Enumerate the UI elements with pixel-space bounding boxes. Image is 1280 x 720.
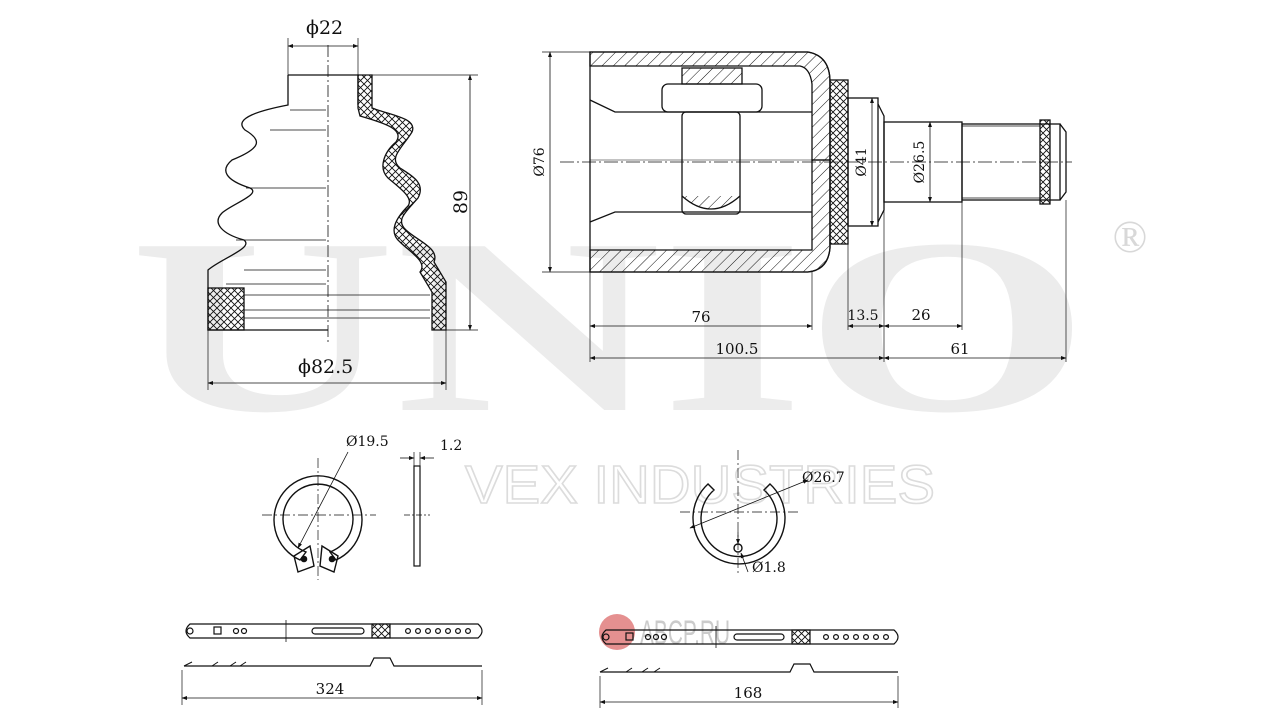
watermark-tagline: VEX INDUSTRIES xyxy=(465,455,935,515)
snap-ring-dim-wire: Ø1.8 xyxy=(752,560,786,576)
boot-wall-section xyxy=(357,74,447,331)
boot-dim-large-diameter: ϕ82.5 xyxy=(298,356,353,378)
joint-dim-flange-diameter: Ø41 xyxy=(854,147,870,176)
joint-flange-ring xyxy=(829,79,849,245)
joint-tripod-top xyxy=(681,67,743,85)
boot-dim-height: 89 xyxy=(450,190,472,214)
snap-ring-dim-diameter: Ø26.7 xyxy=(802,470,845,486)
circlip-drawing xyxy=(262,451,434,580)
clamp-small-slot xyxy=(733,633,785,641)
abcp-logo: ABCP.RU xyxy=(599,614,730,652)
joint-housing-wall-bottom xyxy=(589,159,831,273)
clamp-small-drawing xyxy=(599,626,899,708)
abcp-logo-text: ABCP.RU xyxy=(640,614,730,652)
joint-shaft-groove xyxy=(1039,119,1051,205)
boot-drawing xyxy=(207,38,478,390)
joint-tripod-stem xyxy=(681,111,741,215)
watermark-brand: UNIO xyxy=(130,188,1090,465)
circlip-ring xyxy=(273,475,363,561)
joint-dim-flange-length: 13.5 xyxy=(847,308,878,324)
clamp-small-length: 168 xyxy=(734,684,763,702)
joint-dim-shaft-diameter: Ø26.5 xyxy=(912,141,928,184)
clamp-large-slot xyxy=(311,627,365,635)
circlip-ear-right xyxy=(319,544,339,573)
circlip-dim-thickness: 1.2 xyxy=(440,438,462,454)
boot-neck-top xyxy=(288,74,359,105)
watermark-registered: ® xyxy=(1113,211,1148,262)
circlip-ear-left xyxy=(293,544,315,573)
clamp-large-drawing xyxy=(181,620,483,705)
abcp-logo-circle xyxy=(599,614,635,650)
circlip-side-view xyxy=(413,465,421,567)
joint-dim-housing-length: 76 xyxy=(691,308,710,326)
joint-shaft-spline xyxy=(961,123,1061,201)
clamp-large-length: 324 xyxy=(316,680,345,698)
boot-band-left xyxy=(207,287,245,331)
joint-dim-housing-diameter: Ø76 xyxy=(532,147,548,176)
joint-dim-total-length: 100.5 xyxy=(716,340,759,358)
boot-dim-small-diameter: ϕ22 xyxy=(306,17,343,39)
clamp-large-holes xyxy=(405,627,472,634)
joint-flange xyxy=(847,97,879,227)
joint-dim-neck-length: 26 xyxy=(911,306,930,324)
joint-dim-shaft-length: 61 xyxy=(950,340,969,358)
circlip-dim-diameter: Ø19.5 xyxy=(346,434,389,450)
clamp-large-strap xyxy=(185,623,483,639)
snap-ring-drawing xyxy=(680,450,809,575)
circlip-dim-leader xyxy=(297,451,349,549)
clamp-small-holes xyxy=(822,633,889,640)
clamp-small-strap xyxy=(601,629,899,645)
snap-ring-dim-leader xyxy=(689,479,809,529)
joint-tripod-roller xyxy=(661,83,763,113)
joint-drawing xyxy=(542,51,1072,362)
boot-inner-profile xyxy=(226,109,326,285)
clamp-small-side xyxy=(600,663,898,673)
clamp-large-side xyxy=(184,657,482,667)
